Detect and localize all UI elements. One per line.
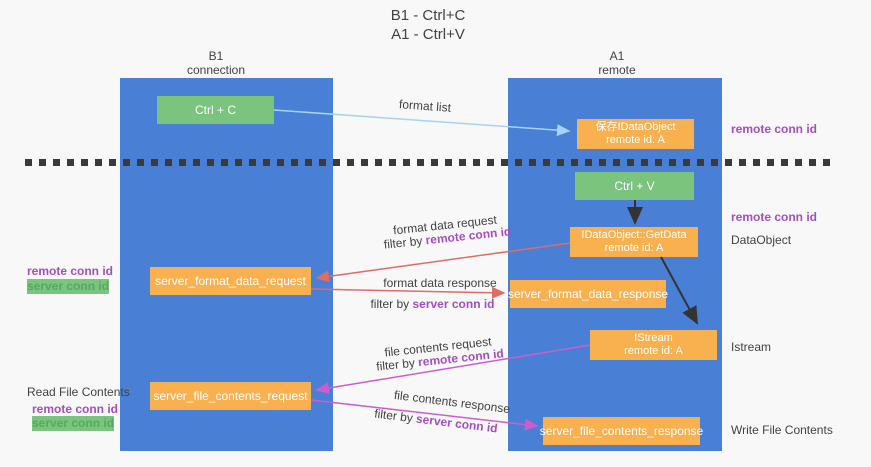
ctrl-v-label: Ctrl + V xyxy=(614,179,655,193)
read-file-contents-label: Read File Contents xyxy=(27,385,130,399)
getdata-line1: IDataObject::GetData xyxy=(581,229,687,241)
title-line-2: A1 - Ctrl+V xyxy=(391,26,465,43)
right-remote-conn-id-mid-label: remote conn id xyxy=(731,210,818,224)
left-remote-conn-id-2-label: remote conn id xyxy=(32,402,119,416)
ctrl-c-box: Ctrl + C xyxy=(157,96,274,124)
left-column-role: connection xyxy=(186,63,246,77)
file-request-label: server_file_contents_request xyxy=(153,389,308,403)
ctrl-v-box: Ctrl + V xyxy=(575,172,694,200)
title-line-1: B1 - Ctrl+C xyxy=(390,7,466,24)
write-file-contents-label: Write File Contents xyxy=(731,423,833,437)
filter-by-text: filter by xyxy=(373,406,417,426)
dataobject-label: DataObject xyxy=(731,233,792,247)
right-column-header: A1 remote xyxy=(557,49,677,77)
server-format-data-request-box: server_format_data_request xyxy=(150,267,311,295)
left-column-name: B1 xyxy=(208,49,224,63)
right-column-role: remote xyxy=(598,63,636,77)
left-column-header: B1 connection xyxy=(156,49,276,77)
idataobject-getdata-box: IDataObject::GetData remote id: A xyxy=(570,227,698,257)
server-file-contents-request-box: server_file_contents_request xyxy=(150,382,311,410)
save-idataobject-box: 保存IDataObject remote id: A xyxy=(577,119,694,149)
format-data-response-filter-label: filter by server conn id xyxy=(370,297,495,311)
save-idataobject-line2: remote id: A xyxy=(606,134,665,146)
format-request-label: server_format_data_request xyxy=(155,274,306,288)
left-remote-conn-id-1-label: remote conn id xyxy=(27,264,114,278)
phase-divider-dashed-line xyxy=(25,159,835,166)
diagram-title: B1 - Ctrl+C A1 - Ctrl+V xyxy=(308,6,548,44)
file-response-label: server_file_contents_response xyxy=(539,424,704,438)
istream-box: IStream remote id: A xyxy=(590,330,717,360)
format-list-flow-label: format list xyxy=(398,97,452,115)
right-remote-conn-id-top-label: remote conn id xyxy=(731,122,818,136)
filter-by-text: filter by xyxy=(375,355,419,374)
server-format-data-response-box: server_format_data_response xyxy=(507,280,669,308)
istream-line1: IStream xyxy=(634,332,673,344)
save-idataobject-line1: 保存IDataObject xyxy=(595,121,676,133)
filter-by-text: filter by xyxy=(370,297,413,311)
format-data-response-flow-label: format data response xyxy=(383,276,497,290)
server-file-contents-response-box: server_file_contents_response xyxy=(539,417,704,445)
format-response-label: server_format_data_response xyxy=(507,287,669,301)
getdata-line2: remote id: A xyxy=(604,242,664,254)
left-server-conn-id-1-label: server conn id xyxy=(27,279,110,294)
ctrl-c-label: Ctrl + C xyxy=(194,103,236,117)
right-column-name: A1 xyxy=(609,49,625,63)
istream-line2: remote id: A xyxy=(624,345,683,357)
filter-by-text: filter by xyxy=(383,233,427,252)
left-server-conn-id-2-label: server conn id xyxy=(32,416,115,431)
server-conn-id-text: server conn id xyxy=(415,411,499,436)
server-conn-id-text: server conn id xyxy=(412,297,495,311)
istream-side-label: Istream xyxy=(731,340,772,354)
